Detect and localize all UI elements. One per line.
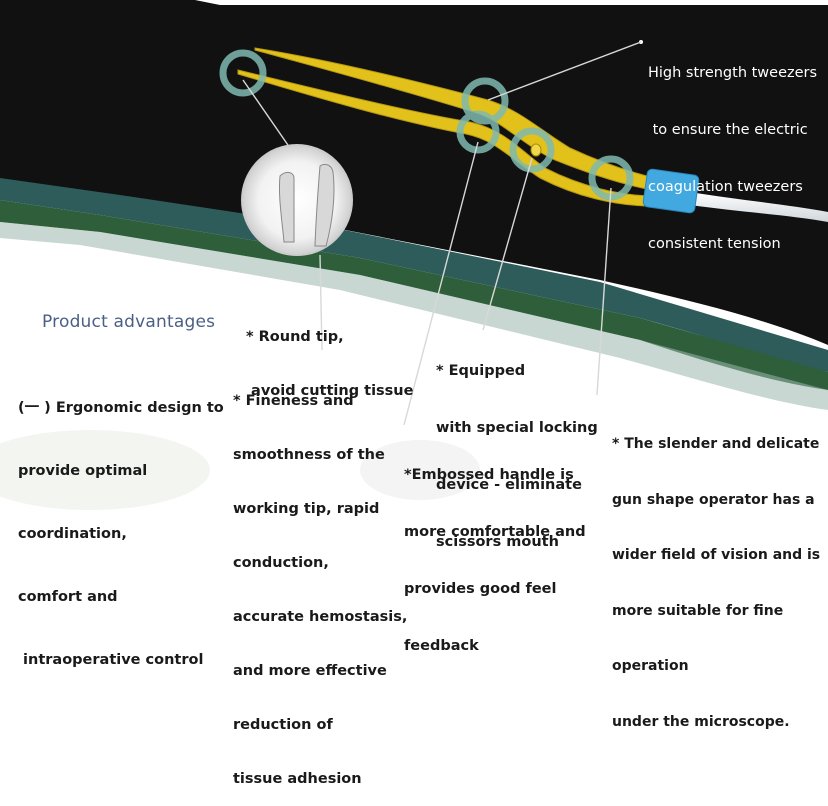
green-band [0, 200, 828, 390]
magnifier-lens [241, 144, 353, 256]
feature-line: coordination, [18, 526, 127, 542]
feature-line: and more effective [233, 663, 387, 679]
feature-line: more comfortable and [404, 524, 586, 540]
product-illustration [0, 0, 828, 510]
feature-line: * Round tip, [246, 329, 344, 345]
feature-line: provides good feel [404, 581, 557, 597]
feature-line: reduction of [233, 717, 333, 733]
marker-ring-upper-arm [461, 77, 509, 125]
teal-band [0, 178, 828, 372]
feature-line: more suitable for fine [612, 602, 784, 619]
feature-gun-shape: * The slender and delicate gun shape ope… [612, 398, 820, 750]
top-callout-line: consistent tension [648, 236, 781, 252]
top-callout-line: to ensure the electric [648, 122, 808, 138]
feature-line: wider field of vision and is [612, 547, 821, 563]
feature-line: * Fineness and [233, 393, 354, 409]
feature-line: provide optimal [18, 463, 148, 479]
feature-line: operation [612, 658, 689, 674]
feature-line: tissue adhesion [233, 771, 362, 787]
feature-line: with special locking [436, 420, 598, 436]
feature-round-tip: * Round tip, avoid cutting tissue [246, 292, 413, 418]
feature-line: avoid cutting tissue [246, 383, 414, 399]
marker-ring-handle [456, 110, 500, 154]
feature-line: *Embossed handle is [404, 467, 574, 483]
top-callout-line: High strength tweezers [648, 65, 818, 81]
tip-left-prong [278, 171, 295, 243]
feature-line: smoothness of the [233, 447, 385, 463]
leader-tip [242, 79, 291, 149]
product-advantages-heading: Product advantages [42, 312, 216, 332]
marker-ring-lock [509, 127, 555, 173]
tip-right-prong [314, 163, 335, 247]
feature-fineness: * Fineness and smoothness of the working… [233, 356, 407, 806]
feature-line: conduction, [233, 555, 329, 571]
feature-line: working tip, rapid [233, 501, 380, 517]
fabric-drape [0, 0, 828, 345]
tip-magnifier [241, 144, 353, 256]
light-band [0, 222, 828, 410]
background-decoration [360, 440, 480, 500]
leader-rear [596, 187, 612, 396]
marker-rings [219, 49, 634, 201]
blue-connector [642, 168, 700, 214]
feature-line: comfort and [18, 589, 118, 605]
feature-line: under the microscope. [612, 713, 790, 730]
feature-line: gun shape operator has a [612, 491, 815, 508]
background-decoration [0, 430, 210, 510]
marker-ring-tip [219, 49, 267, 97]
feature-line: intraoperative control [18, 652, 204, 668]
feature-handle: *Embossed handle is more comfortable and… [404, 428, 586, 675]
leader-fineness [319, 254, 323, 351]
top-callout: High strength tweezers to ensure the ele… [648, 26, 817, 273]
feature-line: feedback [404, 638, 479, 654]
leader-top [487, 41, 642, 101]
feature-ergonomic: (一 ) Ergonomic design to provide optimal… [18, 356, 224, 692]
feature-line: * The slender and delicate [612, 436, 820, 452]
feature-line: device - eliminate [436, 477, 582, 493]
leader-handle [403, 141, 479, 426]
feature-line: (一 ) Ergonomic design to [18, 400, 224, 416]
feature-line: accurate hemostasis, [233, 609, 408, 625]
leader-lines [242, 41, 642, 426]
locking-knob [530, 143, 542, 157]
top-callout-line: coagulation tweezers [648, 179, 803, 195]
cable [690, 192, 828, 222]
feature-line: * Equipped [436, 363, 526, 379]
leader-lock [482, 157, 533, 331]
